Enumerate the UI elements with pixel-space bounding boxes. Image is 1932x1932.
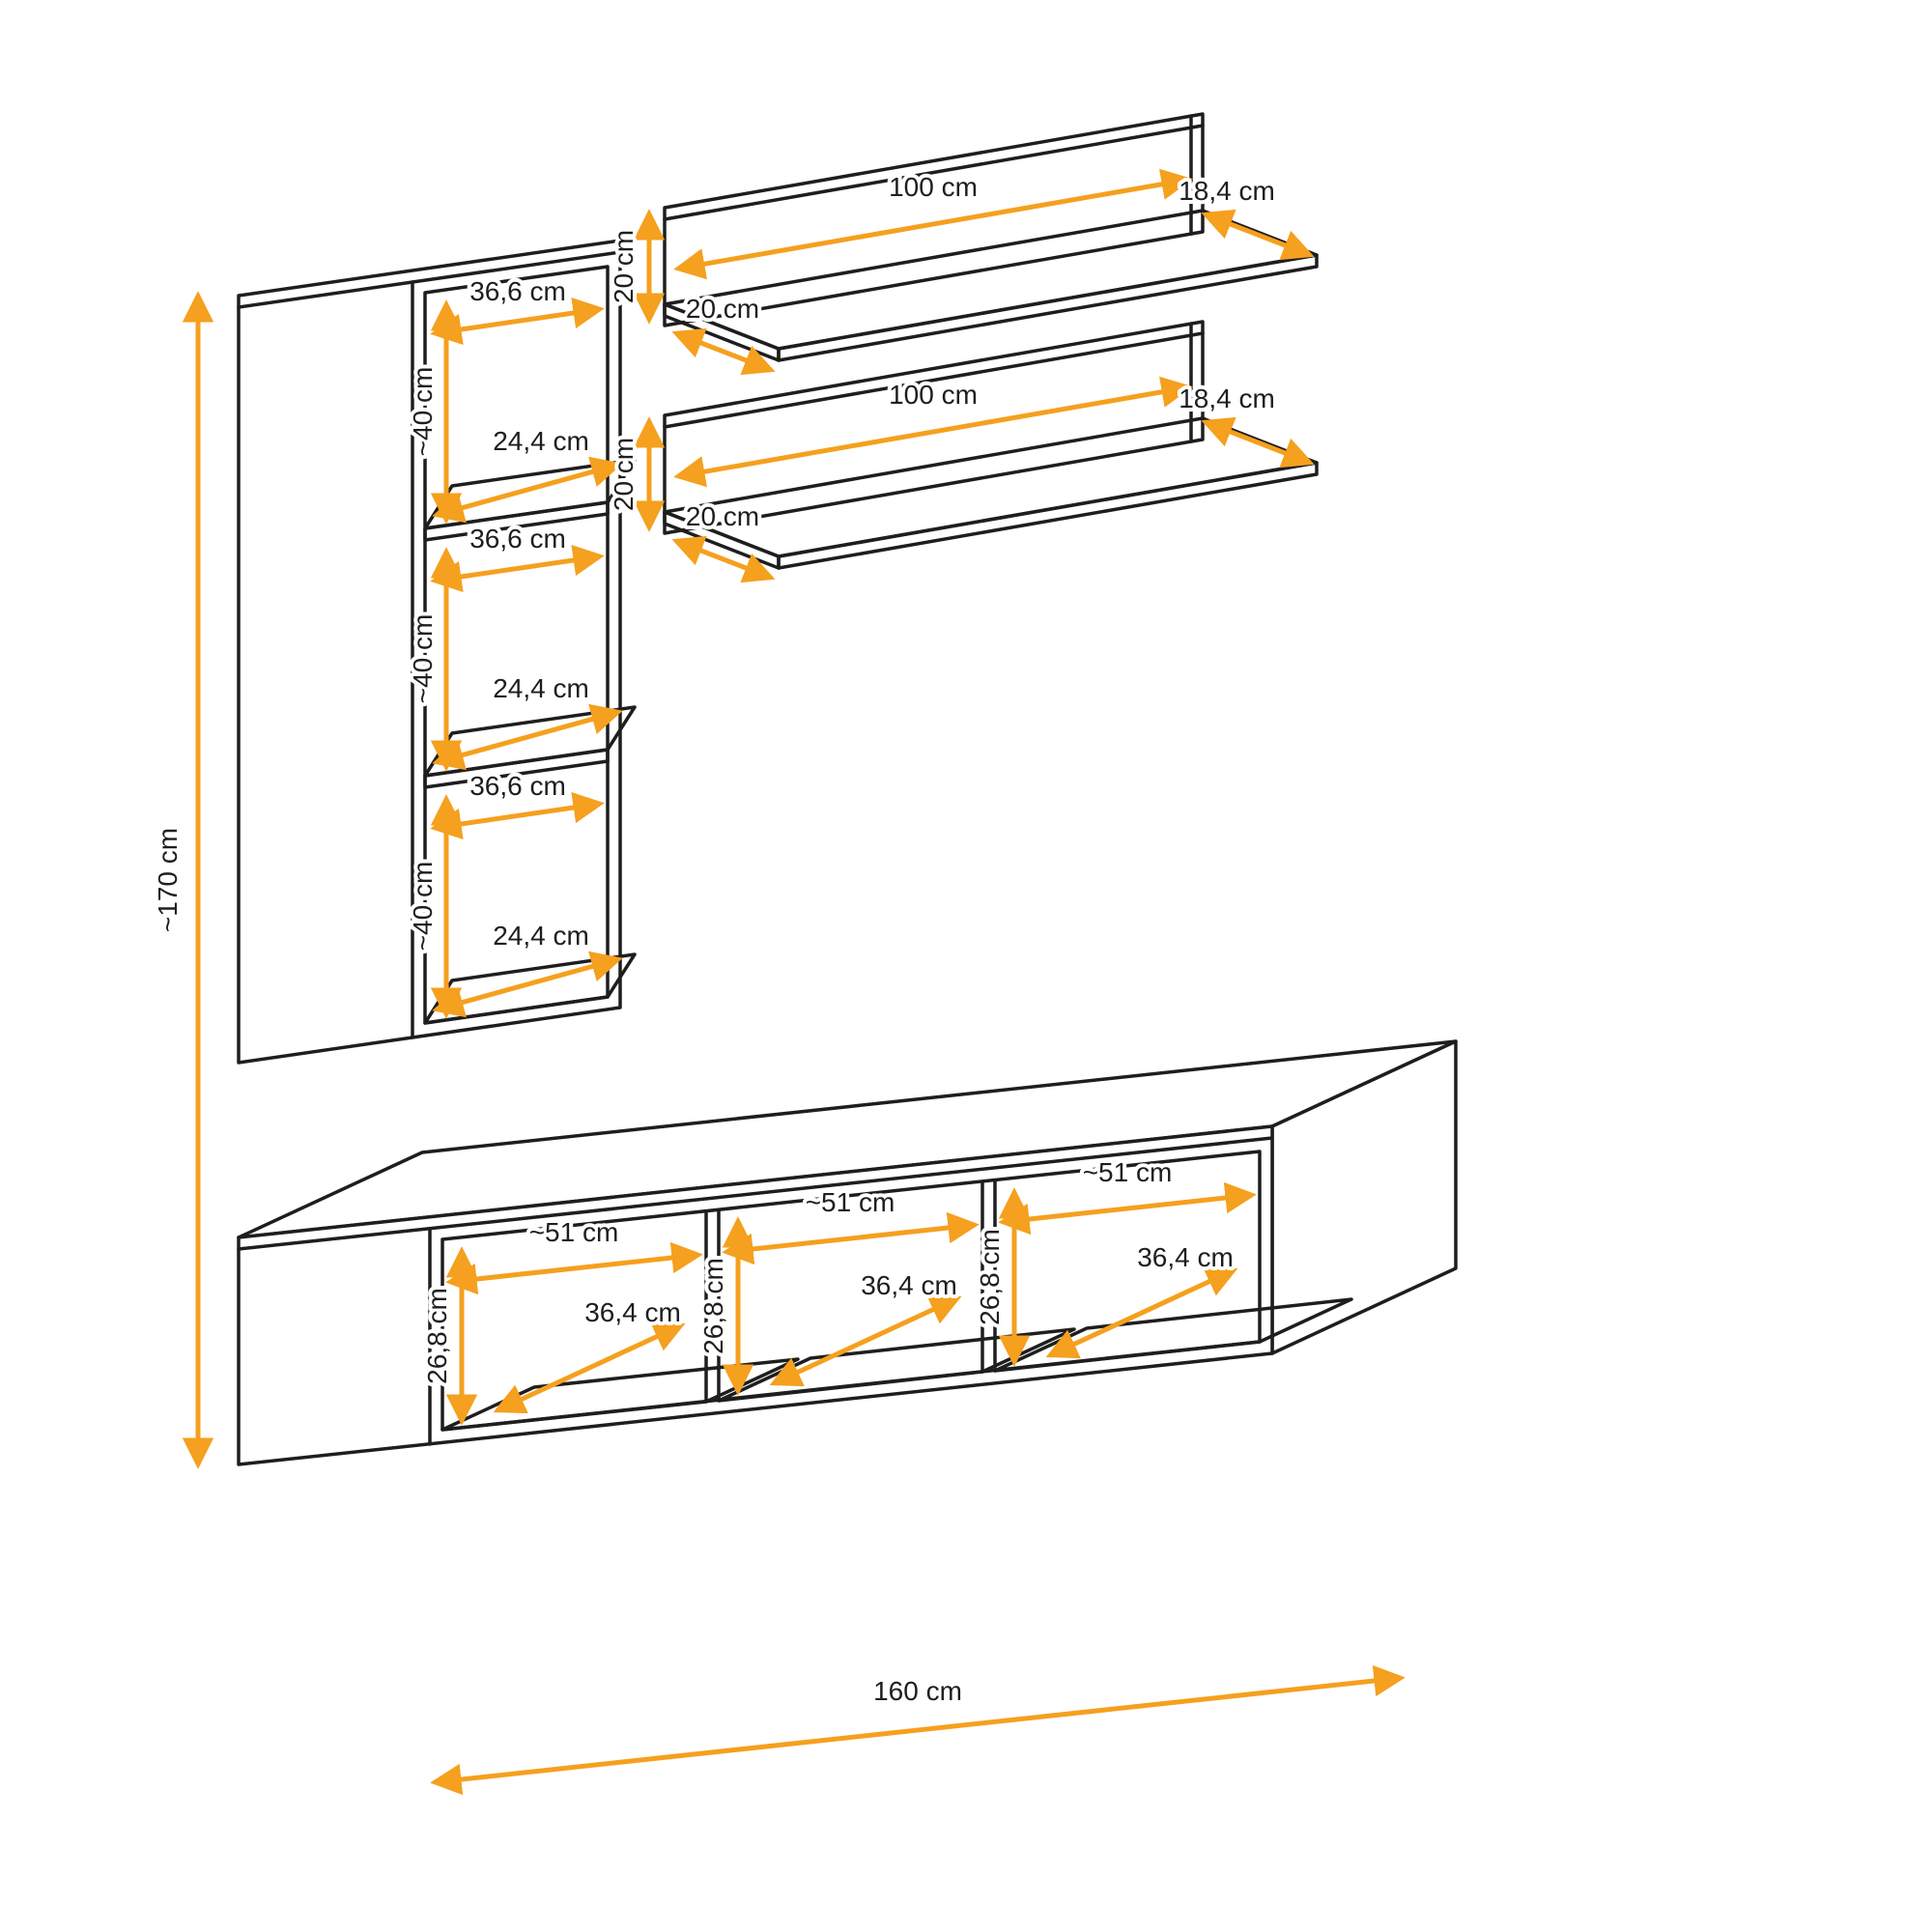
- stand-s1-depth-label: 36,4 cm: [584, 1297, 681, 1327]
- shelf1-height-label: 20 cm: [609, 230, 639, 303]
- cabinet-s1-depth-arrow: [432, 456, 623, 524]
- shelf1-depth-left-label: 20 cm: [686, 294, 759, 324]
- cabinet-s1-width-arrow: [430, 297, 605, 346]
- cabinet-s2-width-arrow: [430, 544, 605, 593]
- cabinet-s3-depth-arrow: [432, 951, 623, 1018]
- cabinet-s1-depth-label: 24,4 cm: [493, 426, 589, 456]
- stand-s1-width-label: ~51 cm: [529, 1217, 619, 1247]
- shelf2-depth-right-label: 18,4 cm: [1179, 384, 1275, 413]
- stand-s2-depth-label: 36,4 cm: [861, 1270, 957, 1300]
- overall-height-label: ~170 cm: [153, 828, 183, 932]
- cabinet-s1-height-label: ~40 cm: [408, 367, 438, 457]
- stand-top-panel-edge: [237, 1136, 1274, 1251]
- wall-shelf-1: 100 cm 18,4 cm 20 cm 20 cm: [605, 112, 1319, 376]
- shelf1-depth-left-arrow: [671, 327, 776, 376]
- tv-stand: ~51 cm 26,8 cm 36,4 cm ~51 cm 26,8 cm 36…: [237, 1039, 1458, 1796]
- cabinet-s3-height-label: ~40 cm: [408, 862, 438, 952]
- stand-s3-width-label: ~51 cm: [1083, 1157, 1173, 1187]
- cabinet-s2-depth-label: 24,4 cm: [493, 673, 589, 703]
- stand-s1-width-arrow: [445, 1241, 703, 1295]
- wall-shelf-2: 100 cm 18,4 cm 20 cm 20 cm: [605, 320, 1319, 583]
- shelf1-depth-right-label: 18,4 cm: [1179, 176, 1275, 206]
- stand-s3-height-label: 26,8 cm: [975, 1229, 1005, 1325]
- cabinet-s3-width-label: 36,6 cm: [469, 771, 566, 801]
- cabinet-s2-depth-arrow: [432, 703, 623, 771]
- stand-s3-width-arrow: [998, 1181, 1257, 1236]
- shelf1-length-label: 100 cm: [889, 172, 978, 202]
- shelf2-depth-right-arrow: [1201, 416, 1315, 469]
- cabinet-s3-width-arrow: [430, 791, 605, 840]
- shelf1-depth-right-arrow: [1201, 209, 1315, 261]
- stand-s2-height-label: 26,8 cm: [698, 1258, 728, 1354]
- tall-cabinet: 36,6 cm ~40 cm 24,4 cm 36,6 cm ~40 cm 24…: [237, 239, 637, 1065]
- stand-s3-depth-label: 36,4 cm: [1137, 1242, 1234, 1272]
- stand-overall-width-label: 160 cm: [873, 1676, 962, 1706]
- cabinet-s3-depth-label: 24,4 cm: [493, 921, 589, 951]
- shelf1-length-arrow: [673, 168, 1193, 280]
- stand-s1-depth-arrow: [493, 1321, 686, 1414]
- stand-overall-width-arrow: [430, 1664, 1406, 1796]
- stand-s3-depth-arrow: [1045, 1266, 1238, 1359]
- overall-height-dimension: ~170 cm: [149, 291, 214, 1469]
- cabinet-top-panel-edge: [237, 250, 622, 309]
- cabinet-s2-height-label: ~40 cm: [408, 614, 438, 704]
- stand-s1-height-label: 26,8 cm: [422, 1288, 452, 1384]
- shelf2-length-arrow: [673, 376, 1193, 488]
- cabinet-s1-width-label: 36,6 cm: [469, 276, 566, 306]
- stand-s2-width-arrow: [722, 1211, 980, 1265]
- shelf2-height-label: 20 cm: [609, 438, 639, 511]
- stand-s2-width-label: ~51 cm: [806, 1187, 895, 1217]
- shelf2-length-label: 100 cm: [889, 380, 978, 410]
- shelf2-depth-left-label: 20 cm: [686, 501, 759, 531]
- shelf2-depth-left-arrow: [671, 535, 776, 583]
- stand-s2-depth-arrow: [769, 1294, 962, 1387]
- cabinet-s2-width-label: 36,6 cm: [469, 524, 566, 554]
